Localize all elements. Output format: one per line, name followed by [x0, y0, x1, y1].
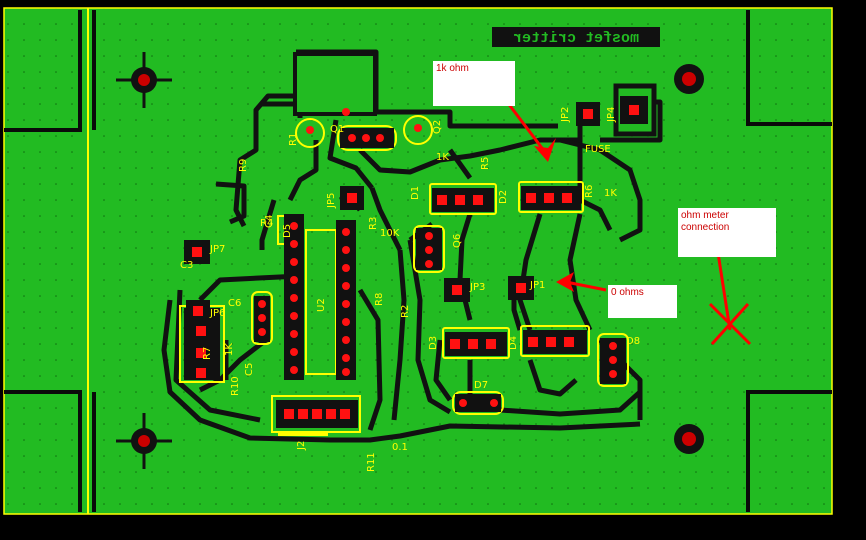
component-outlines [179, 115, 629, 433]
power-pad-top [293, 52, 377, 116]
component-label: J2 [296, 441, 307, 451]
component-label: Q2 [432, 120, 443, 134]
component-label: R4 [260, 218, 273, 229]
component-label: C6 [228, 298, 241, 309]
component-label: R7 [202, 347, 213, 360]
component-label: JP2 [560, 107, 571, 123]
component-label: R8 [374, 293, 385, 306]
note-ohm-meter-connection: ohm meter connection [678, 208, 776, 257]
component-label: C3 [180, 260, 193, 271]
component-label: 1K [604, 188, 617, 199]
component-label: 10K [380, 228, 400, 239]
component-label: 1K [436, 152, 449, 163]
component-label: C5 [244, 363, 255, 376]
component-label: D8 [626, 336, 640, 347]
component-label: FUSE [585, 144, 611, 155]
component-label: JP7 [209, 244, 225, 255]
component-label: R5 [480, 157, 491, 170]
note-1k-ohm: 1k ohm [433, 61, 515, 106]
mounting-hole-right-bottom [674, 424, 704, 454]
mounting-hole-left-top [116, 52, 172, 108]
component-label: D4 [508, 336, 519, 350]
component-label: C4 [264, 215, 275, 228]
component-label: Q6 [452, 234, 463, 248]
board-outline [3, 7, 833, 515]
component-label: D1 [410, 186, 421, 200]
component-label: R9 [238, 159, 249, 172]
component-label: R3 [368, 217, 379, 230]
title-block [492, 27, 660, 47]
mounting-hole-right-top [674, 64, 704, 94]
component-label: D3 [428, 336, 439, 350]
mounting-hole-left-bottom [116, 413, 172, 469]
component-label: D2 [498, 190, 509, 204]
corner-isolation [4, 10, 832, 512]
component-label: U2 [316, 298, 327, 312]
component-label: JP4 [606, 107, 617, 123]
component-label: R1 [288, 133, 299, 146]
component-label: D5 [282, 224, 293, 238]
component-label: R2 [400, 305, 411, 318]
board-title: mosfet critter [513, 30, 639, 47]
component-label: D7 [474, 380, 488, 391]
component-label: JP6 [209, 308, 225, 319]
component-label: R10 [230, 376, 241, 396]
component-label: Q1 [330, 124, 344, 135]
pads [184, 96, 648, 436]
component-label: JP5 [326, 193, 337, 209]
component-label: R6 [584, 185, 595, 198]
note-0-ohms: 0 ohms [608, 285, 677, 318]
component-label: R11 [366, 452, 377, 472]
component-label: 0.1 [392, 442, 408, 453]
component-label: 1K [224, 343, 235, 356]
component-label: JP1 [529, 280, 545, 291]
component-label: JP3 [469, 282, 485, 293]
